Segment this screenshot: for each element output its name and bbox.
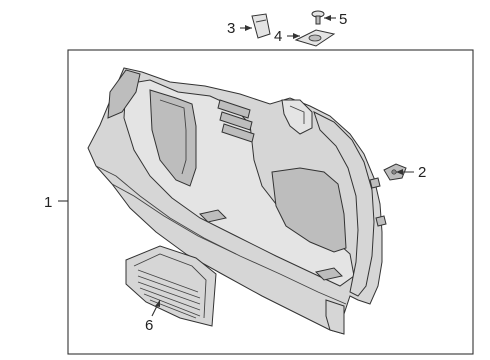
callout-number-6: 6	[145, 317, 153, 334]
callout-number-1: 1	[44, 194, 52, 211]
push-pin-fastener	[311, 10, 325, 25]
callout-4: 4	[274, 28, 300, 45]
vent-grille-cover	[125, 245, 217, 327]
callout-number-5: 5	[339, 11, 347, 28]
callout-5: 5	[324, 11, 347, 28]
callout-3: 3	[227, 20, 252, 37]
callout-number-4: 4	[274, 28, 282, 45]
callout-number-3: 3	[227, 20, 235, 37]
callout-2: 2	[396, 164, 426, 181]
callout-1: 1	[44, 194, 68, 211]
callout-6: 6	[145, 299, 161, 334]
grommet-plate	[294, 29, 336, 47]
grille-slats	[137, 269, 201, 319]
trim-vent-slots	[217, 99, 255, 143]
callout-number-2: 2	[418, 164, 426, 181]
tab-bracket	[251, 13, 271, 39]
trunk-side-trim-panel	[87, 67, 387, 335]
assembly-frame	[67, 49, 474, 355]
